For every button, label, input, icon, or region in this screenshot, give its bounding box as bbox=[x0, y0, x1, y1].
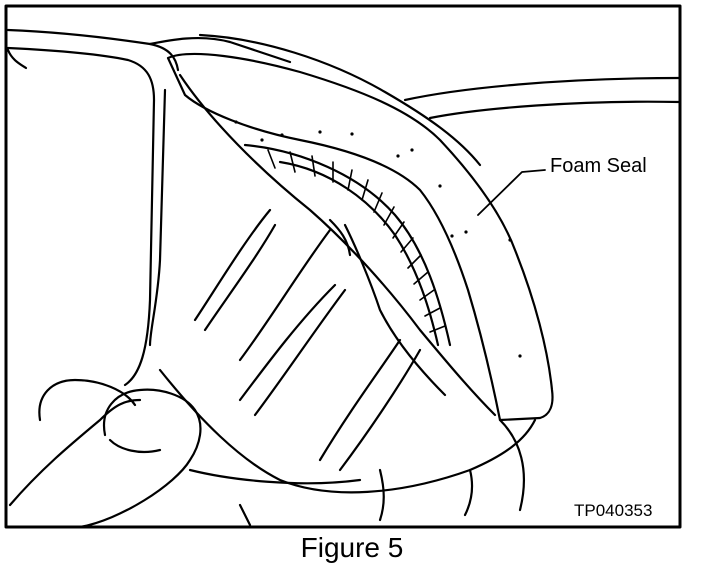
body-panel-lines bbox=[198, 33, 682, 167]
figure-caption: Figure 5 bbox=[300, 532, 404, 563]
figure-id-code: TP040353 bbox=[574, 501, 653, 520]
figure-border bbox=[4, 4, 682, 529]
callout-leader bbox=[477, 169, 546, 216]
foam-seal bbox=[166, 52, 554, 422]
foam-seal-label: Foam Seal bbox=[550, 155, 647, 177]
hand bbox=[8, 378, 202, 529]
trim-panel bbox=[148, 73, 497, 472]
door-frame bbox=[6, 28, 292, 387]
door-panel-lower bbox=[158, 368, 537, 527]
